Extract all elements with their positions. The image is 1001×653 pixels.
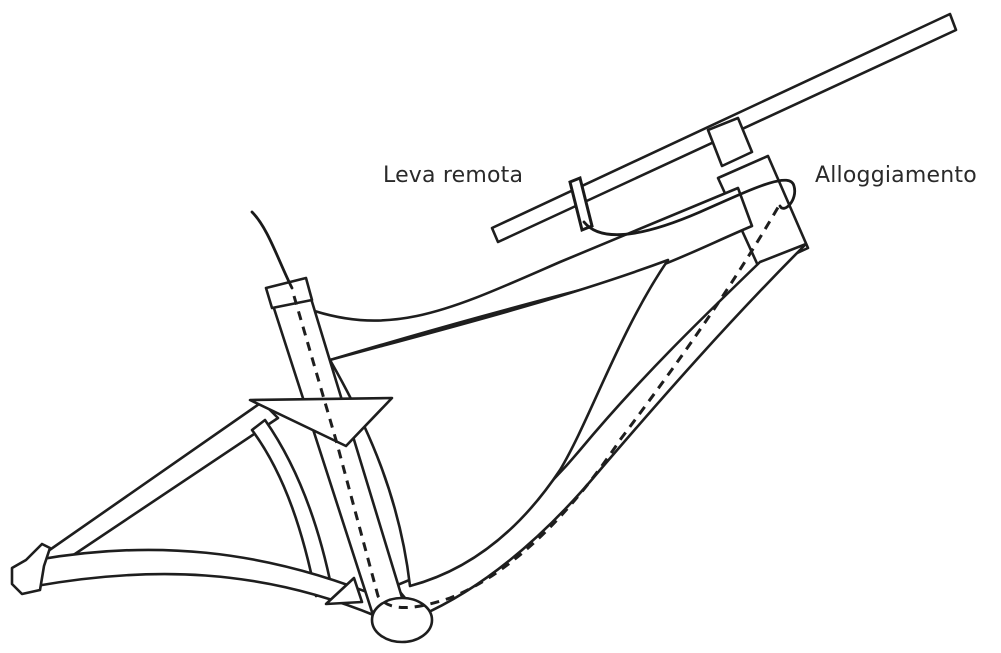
top-tube [298, 186, 754, 362]
remote-lever-label: Leva remota [383, 163, 524, 188]
stem-clamp [706, 116, 754, 168]
remote-lever [568, 175, 594, 233]
housing-label: Alloggiamento [815, 163, 977, 188]
chain-stay [34, 548, 384, 618]
shock-mount [248, 396, 394, 448]
bottom-bracket [370, 596, 434, 644]
dropper-cable [250, 210, 294, 290]
rear-dropout [10, 542, 52, 596]
head-tube [716, 154, 810, 272]
gusset [328, 258, 670, 588]
lever-cable [582, 178, 797, 237]
internal-cable-route [292, 203, 782, 609]
seat-collar [264, 276, 314, 310]
lower-link [324, 576, 364, 606]
